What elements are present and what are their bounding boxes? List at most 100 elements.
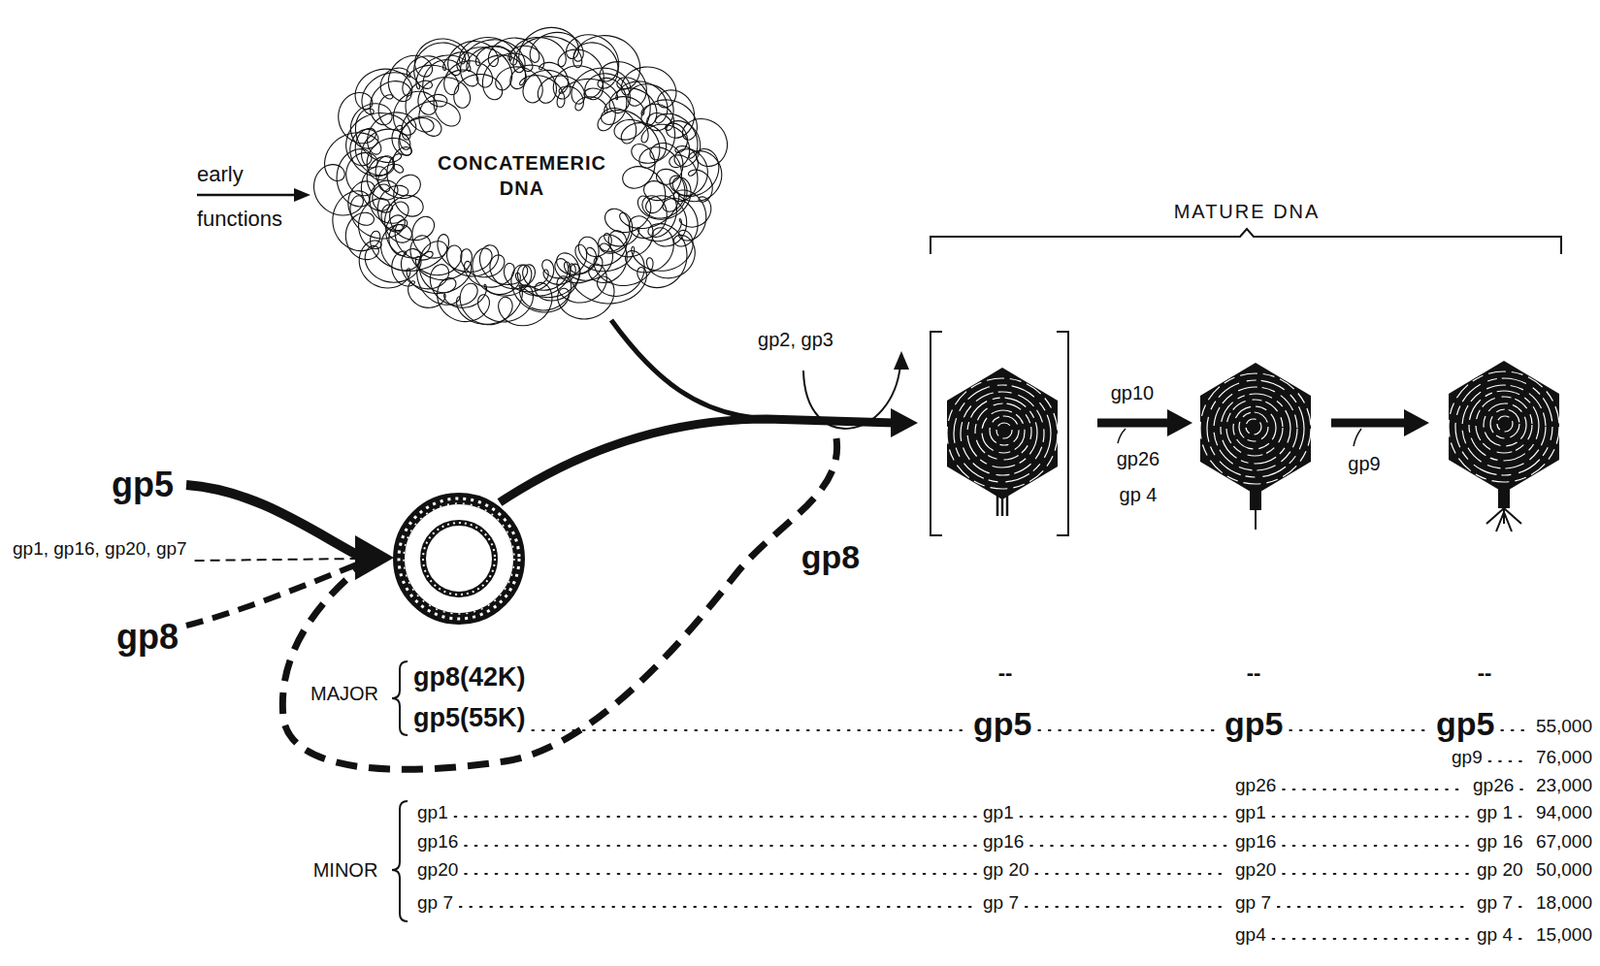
- arrow-head: [890, 408, 918, 438]
- dna-strand: [338, 55, 709, 323]
- input-arrow-dashed: [186, 564, 358, 626]
- gene-label: gp9: [1451, 747, 1483, 769]
- dotted-leader: [1501, 729, 1529, 732]
- step-arrow: [1331, 419, 1407, 428]
- gene-label: gp8: [801, 538, 860, 577]
- dna-strand: [350, 38, 728, 327]
- gene-label: gp8(42K): [413, 662, 526, 693]
- group-label: MAJOR: [310, 683, 379, 706]
- curved-arrow: [803, 364, 901, 429]
- dotted-leader: [1036, 873, 1229, 876]
- arrow-head: [355, 535, 394, 581]
- tail-stub: [1001, 494, 1005, 517]
- dotted-leader: [1282, 845, 1470, 848]
- capsid-shell: [1200, 362, 1311, 495]
- shell-beads: [403, 503, 515, 615]
- core-beads: [423, 522, 495, 595]
- dotted-leader: [532, 729, 967, 732]
- dotted-leader: [1030, 845, 1229, 848]
- shell-beads: [398, 498, 520, 620]
- tail: [1498, 489, 1510, 509]
- capsid: [1200, 362, 1311, 530]
- gene-label: gp 7: [982, 892, 1019, 915]
- gene-label: gp 7: [1235, 892, 1272, 915]
- dotted-leader: [1519, 816, 1530, 818]
- gene-label: gp26: [1116, 448, 1161, 471]
- gene-label: gp5(55K): [413, 703, 526, 734]
- dash-mark: --: [1477, 660, 1493, 686]
- annotation: early functions: [196, 152, 283, 242]
- gene-label: gp2, gp3: [757, 328, 834, 352]
- dotted-leader: [1289, 729, 1430, 732]
- dna-strand: [359, 36, 707, 294]
- bracket: [930, 228, 1562, 255]
- capsid: [946, 367, 1058, 517]
- leader-line: [1117, 428, 1126, 444]
- molecular-weight: 15,000: [1535, 924, 1593, 947]
- gene-label: gp9: [1347, 453, 1380, 476]
- gene-label: gp26: [1235, 775, 1276, 797]
- dotted-leader: [1282, 788, 1467, 791]
- step-arrow: [1097, 419, 1171, 428]
- leader-line: [1353, 428, 1362, 447]
- dotted-leader: [1520, 788, 1530, 791]
- scaffold-core: [423, 522, 495, 595]
- molecular-weight: 55,000: [1535, 716, 1593, 738]
- capsid: [1448, 360, 1560, 532]
- dotted-leader: [1020, 816, 1229, 818]
- gene-label: gp 16: [1476, 831, 1524, 853]
- packed-dna: [1200, 373, 1311, 485]
- gene-label: gp1: [982, 802, 1014, 824]
- dna-strand: [345, 32, 698, 291]
- bracket-label: MATURE DNA: [1174, 200, 1321, 224]
- curly-brace: [391, 801, 408, 922]
- bracket: [930, 331, 943, 536]
- gene-label: gp5: [111, 464, 174, 505]
- dotted-leader: [455, 816, 977, 818]
- gene-label: gp5: [973, 705, 1032, 744]
- dotted-leader: [464, 845, 977, 848]
- dna-tangle-outline: [308, 15, 736, 336]
- gene-label: gp 20: [1476, 859, 1524, 882]
- arrow-head: [293, 188, 311, 202]
- molecular-weight: 50,000: [1535, 859, 1593, 882]
- molecular-weight: 23,000: [1535, 775, 1593, 797]
- gene-label: gp1: [1235, 802, 1267, 824]
- gene-label: gp8: [116, 617, 179, 657]
- gene-label: gp1: [417, 802, 449, 824]
- dotted-leader: [1025, 906, 1229, 909]
- capsid-shell: [946, 367, 1058, 500]
- capsid-shell: [1448, 360, 1560, 493]
- recycle-loop: [282, 438, 837, 770]
- dotted-leader: [459, 906, 977, 909]
- dna-strand: [611, 320, 767, 420]
- gene-label: gp 4: [1119, 484, 1158, 507]
- gene-label: gp1, gp16, gp20, gp7: [12, 538, 188, 560]
- node-title: CONCATEMERIC DNA: [437, 150, 607, 201]
- dash-mark: --: [998, 660, 1013, 686]
- packed-dna: [946, 378, 1058, 490]
- molecular-weight: 18,000: [1535, 892, 1593, 915]
- gene-label: gp4: [1235, 924, 1267, 947]
- tail: [1249, 490, 1262, 511]
- gene-label: gp 7: [1476, 892, 1513, 915]
- arrow-head: [893, 351, 910, 370]
- gene-label: gp20: [417, 859, 458, 882]
- gene-label: gp16: [982, 831, 1024, 853]
- bracket: [1056, 331, 1069, 536]
- prohead: [398, 498, 520, 620]
- dotted-leaders: [455, 730, 1530, 940]
- dotted-leader: [464, 873, 977, 876]
- gene-label: gp 7: [417, 892, 454, 915]
- dotted-leader: [1277, 906, 1470, 909]
- gene-label: gp5: [1436, 705, 1495, 744]
- gene-label: gp16: [1235, 831, 1276, 853]
- gene-label: gp 20: [982, 859, 1030, 882]
- molecular-weight: 94,000: [1535, 802, 1593, 824]
- gene-label: gp26: [1472, 775, 1514, 797]
- assembly-arrow: [499, 419, 895, 503]
- tail-fibers: [1486, 508, 1522, 532]
- gene-label: gp 4: [1476, 924, 1513, 947]
- curly-brace: [391, 661, 408, 736]
